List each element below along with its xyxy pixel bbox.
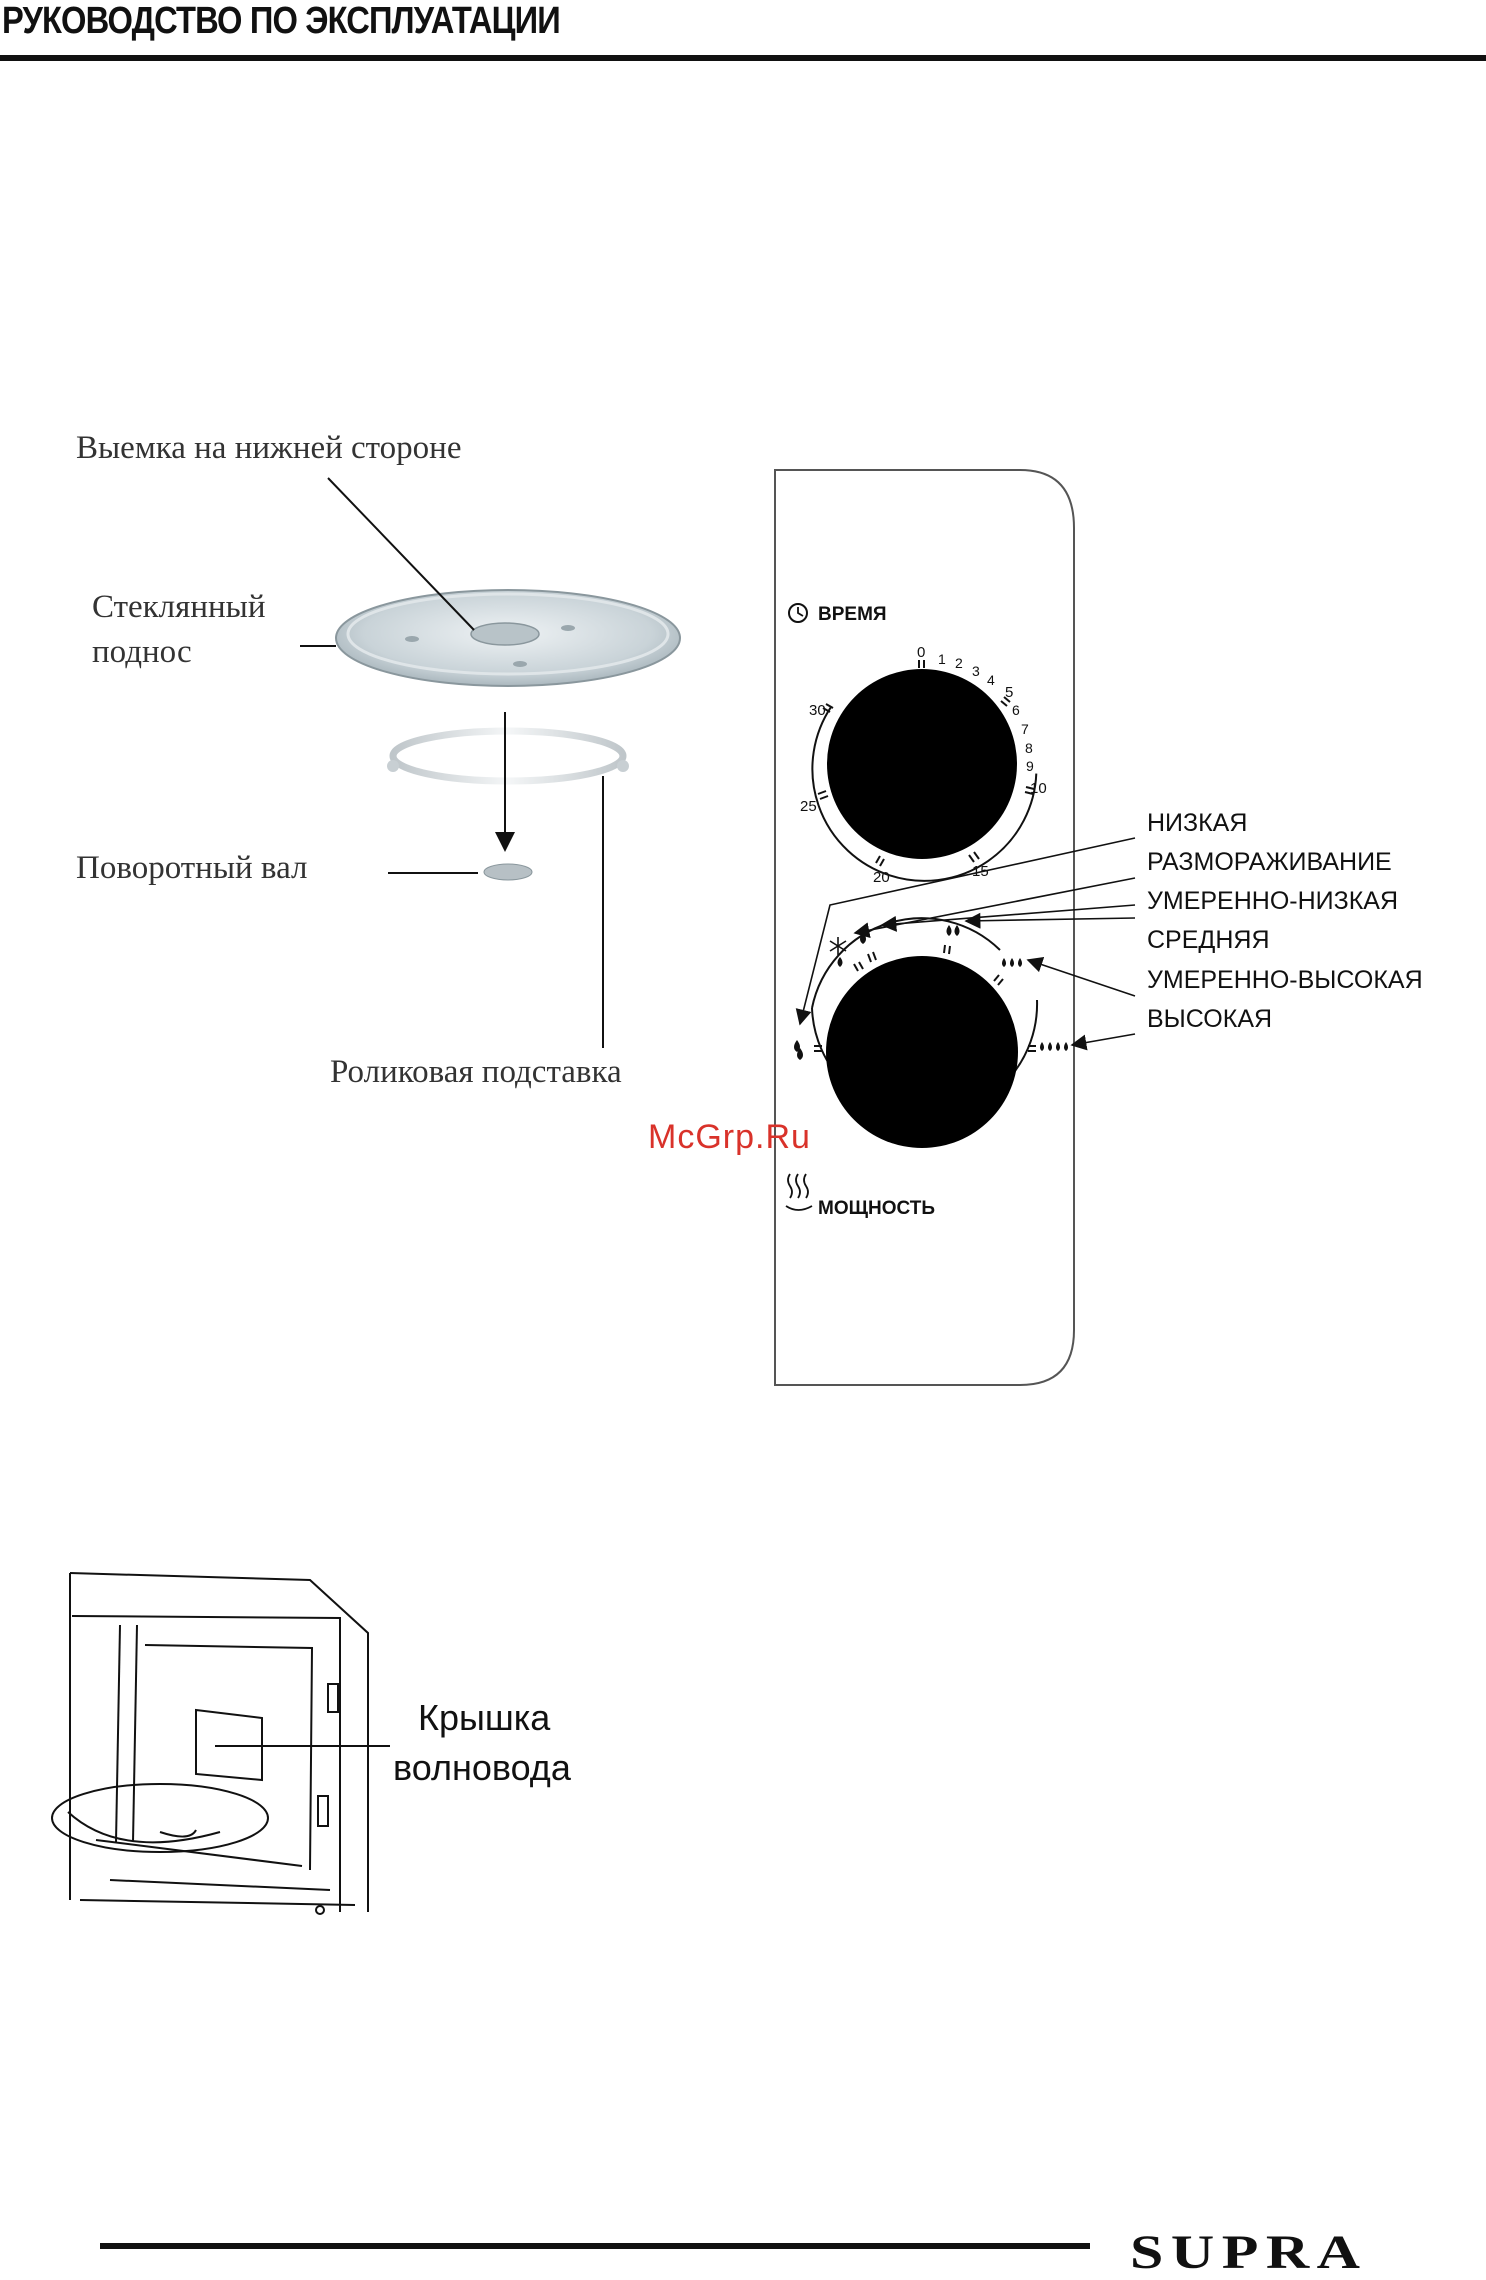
waveguide-label-1: Крышка <box>418 1697 551 1738</box>
time-number-9: 9 <box>1026 758 1034 774</box>
power-level-high: ВЫСОКАЯ <box>1147 1005 1272 1033</box>
power-level-low: НИЗКАЯ <box>1147 809 1247 837</box>
label-glass-tray-2: поднос <box>92 634 192 670</box>
time-number-5: 5 <box>1005 684 1013 701</box>
roller-wheel <box>617 760 629 772</box>
time-number-30: 30 <box>809 702 826 719</box>
glass-tray-hub <box>471 623 539 645</box>
time-caption: ВРЕМЯ <box>818 604 887 625</box>
oven-cavity-diagram <box>52 1573 368 1914</box>
control-panel: ВРЕМЯ 0 1 2 3 4 5 6 7 8 9 10 15 20 25 30 <box>775 470 1135 1385</box>
time-number-25: 25 <box>800 798 817 815</box>
turntable-coupler <box>484 864 532 880</box>
label-roller: Роликовая подставка <box>330 1054 622 1090</box>
label-glass-tray-1: Стеклянный <box>92 589 265 625</box>
time-number-4: 4 <box>987 672 995 688</box>
time-number-7: 7 <box>1021 721 1029 737</box>
timer-knob[interactable] <box>827 669 1017 859</box>
time-number-20: 20 <box>873 869 890 886</box>
time-number-2: 2 <box>955 655 963 671</box>
waveguide-label-2: волновода <box>393 1747 572 1788</box>
tray-dimple <box>513 661 527 667</box>
time-number-8: 8 <box>1025 740 1033 756</box>
power-knob[interactable] <box>826 956 1018 1148</box>
power-level-defrost: РАЗМОРАЖИВАНИЕ <box>1147 848 1392 876</box>
power-level-medium-low: УМЕРЕННО-НИЗКАЯ <box>1147 887 1398 915</box>
time-number-6: 6 <box>1012 702 1020 718</box>
tray-dimple <box>405 636 419 642</box>
time-number-0: 0 <box>917 644 925 661</box>
roller-ring <box>393 731 623 781</box>
brand-logo: SUPRA <box>1130 2225 1368 2280</box>
power-caption: МОЩНОСТЬ <box>818 1198 935 1219</box>
power-level-medium-high: УМЕРЕННО-ВЫСОКАЯ <box>1147 966 1423 994</box>
watermark: McGrp.Ru <box>648 1118 811 1156</box>
label-notch: Выемка на нижней стороне <box>76 430 461 466</box>
label-shaft: Поворотный вал <box>76 850 307 886</box>
footer-rule <box>100 2243 1090 2249</box>
tray-dimple <box>561 625 575 631</box>
time-number-3: 3 <box>972 663 980 679</box>
roller-wheel <box>387 760 399 772</box>
time-number-10: 10 <box>1030 780 1047 797</box>
power-level-medium: СРЕДНЯЯ <box>1147 926 1270 954</box>
time-number-1: 1 <box>938 651 946 667</box>
turntable-diagram <box>300 478 680 1048</box>
